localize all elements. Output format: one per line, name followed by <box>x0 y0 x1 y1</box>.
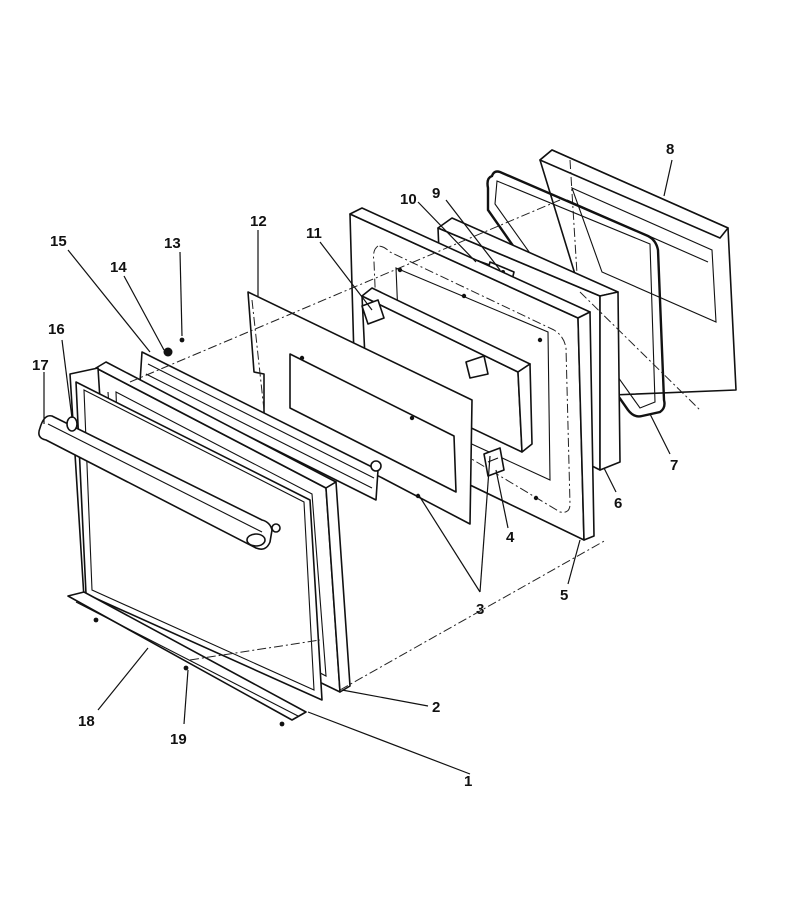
callout-12: 12 <box>250 213 267 230</box>
callout-6: 6 <box>614 495 622 512</box>
callout-3: 3 <box>476 601 484 618</box>
callout-16: 16 <box>48 321 65 338</box>
callout-9: 9 <box>432 185 440 202</box>
callout-13: 13 <box>164 235 181 252</box>
leader-lines <box>43 159 673 775</box>
assembly-centerlines <box>129 199 701 691</box>
callout-17: 17 <box>32 357 49 374</box>
callout-14: 14 <box>110 259 127 276</box>
callout-18: 18 <box>78 713 95 730</box>
callout-11: 11 <box>306 225 322 242</box>
callout-5: 5 <box>560 587 568 604</box>
callout-1: 1 <box>464 773 472 790</box>
part-11-window-pack <box>361 287 533 453</box>
callout-15: 15 <box>50 233 67 250</box>
callout-2: 2 <box>432 699 440 716</box>
part-17-door-handle <box>38 414 281 550</box>
callout-4: 4 <box>506 529 515 546</box>
callout-8: 8 <box>666 141 674 158</box>
part-7-door-gasket <box>486 170 666 418</box>
part-12-inner-baffle <box>247 291 473 525</box>
part-4-hinge-bracket <box>483 447 505 477</box>
callout-7: 7 <box>670 457 678 474</box>
callout-19: 19 <box>170 731 187 748</box>
part-18-bottom-trim <box>67 591 307 727</box>
callout-labels: 1 2 3 4 5 6 7 8 9 10 11 12 13 14 15 16 1… <box>32 141 678 790</box>
part-15-top-rail <box>139 337 382 501</box>
callout-10: 10 <box>400 191 417 208</box>
